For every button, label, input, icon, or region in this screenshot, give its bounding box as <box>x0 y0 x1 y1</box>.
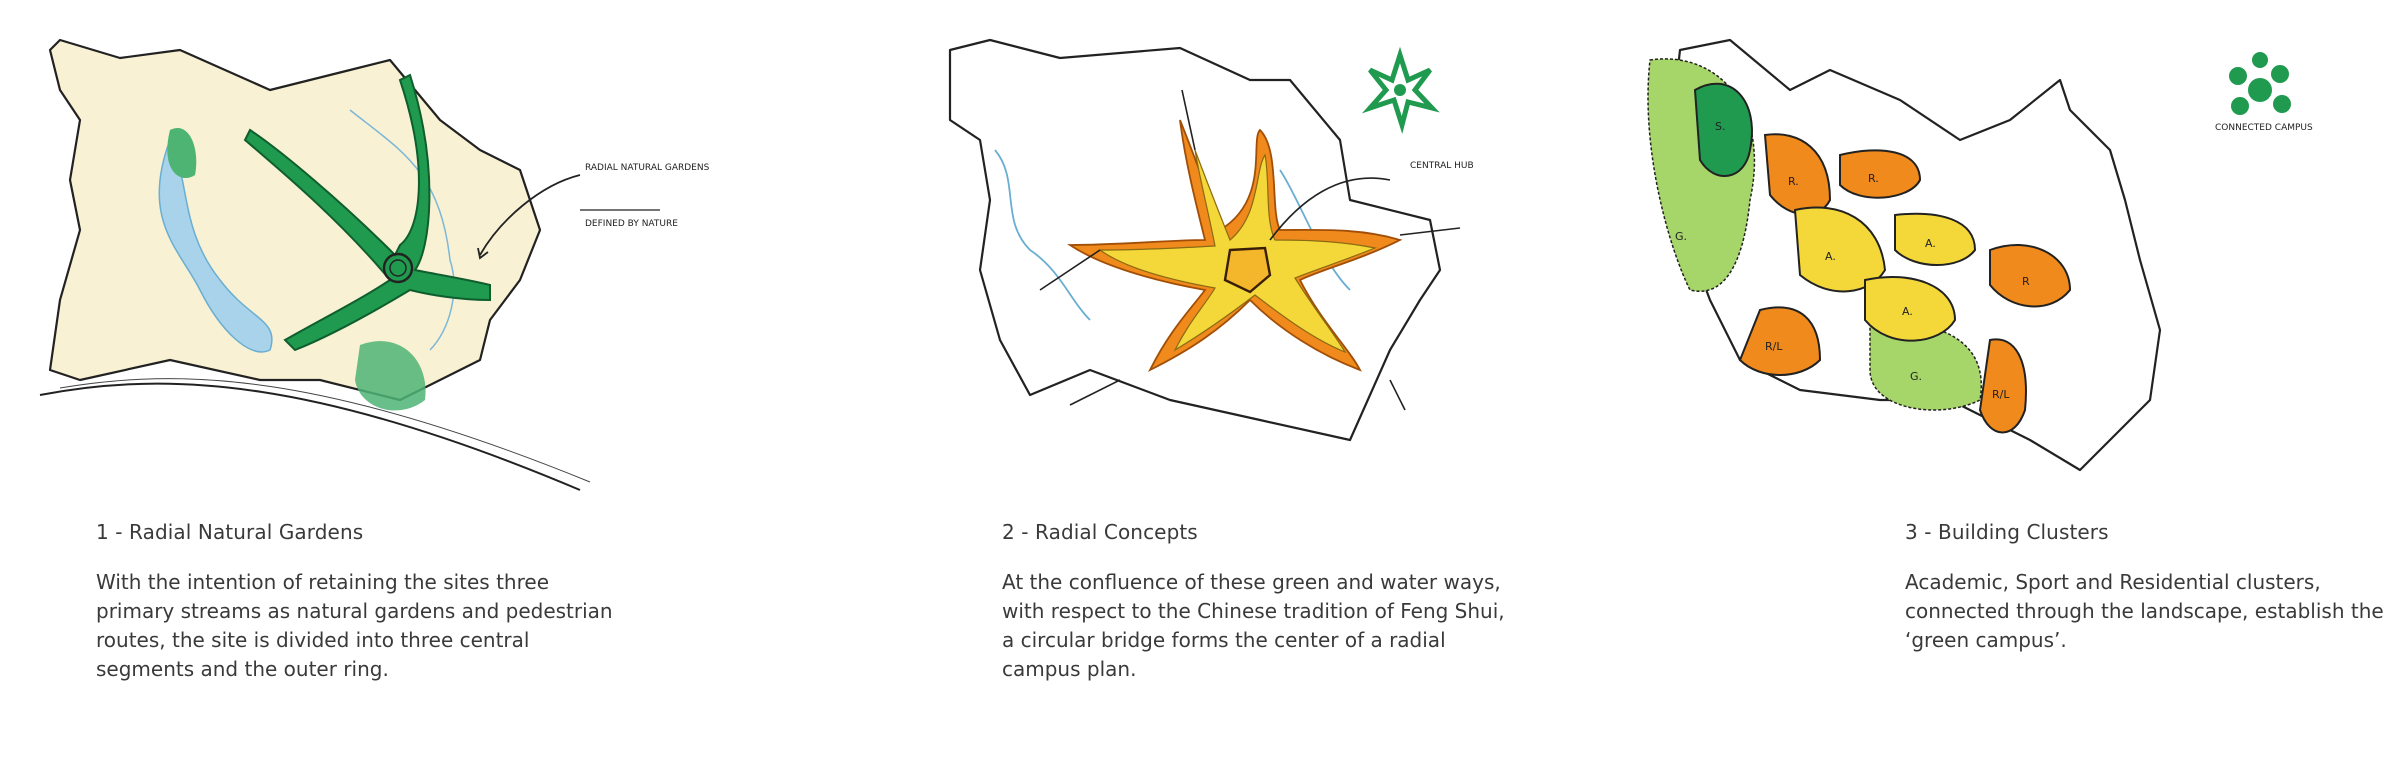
water-stream-2 <box>349 109 455 351</box>
zone-r-2 <box>1839 149 1922 199</box>
panel-radial-concepts: CENTRAL HUB 2 - Radial Concepts At the c… <box>920 0 1680 778</box>
central-node <box>382 252 414 284</box>
zone-label-g-2: G. <box>1910 370 1922 383</box>
zone-label-rl-1: R/L <box>1765 340 1783 353</box>
caption-body: With the intention of retaining the site… <box>96 570 613 681</box>
zone-r-3 <box>1989 244 2072 308</box>
annotation-label-1: RADIAL NATURAL GARDENS <box>585 163 710 173</box>
zone-a-3 <box>1864 276 1957 342</box>
annotation-label: CENTRAL HUB <box>1410 161 1474 171</box>
zone-label-a-1: A. <box>1825 250 1836 263</box>
annotation-arrow <box>1269 177 1391 241</box>
caption-body: Academic, Sport and Residential clusters… <box>1905 570 2384 652</box>
caption-title: 2 - Radial Concepts <box>1002 520 1198 544</box>
green-zone-2 <box>1869 319 1982 411</box>
zone-label-rl-2: R/L <box>1992 388 2010 401</box>
caption-title: 3 - Building Clusters <box>1905 520 2109 544</box>
panel-radial-natural-gardens: RADIAL NATURAL GARDENS DEFINED BY NATURE… <box>20 0 780 778</box>
zone-label-g-1: G. <box>1675 230 1687 243</box>
green-corridor-y <box>243 73 491 352</box>
connected-campus-icon <box>2229 52 2291 115</box>
zone-label-r-1: R. <box>1788 175 1799 188</box>
sketch-radial-natural-gardens: RADIAL NATURAL GARDENS DEFINED BY NATURE <box>39 38 710 491</box>
site-outline <box>48 38 542 402</box>
zone-label-a-2: A. <box>1925 237 1936 250</box>
zone-rl-2 <box>1978 338 2027 434</box>
panel-building-clusters: S. R. R. A. A. A. R G. R/L G. R/L CONNEC… <box>1620 0 2384 778</box>
sketch-radial-concepts: CENTRAL HUB <box>948 38 1474 442</box>
caption-title: 1 - Radial Natural Gardens <box>96 520 364 544</box>
garden-patch-2 <box>355 341 426 411</box>
zone-label-r-3: R <box>2022 275 2030 288</box>
zone-label-a-3: A. <box>1902 305 1913 318</box>
zone-s <box>1693 82 1753 177</box>
radial-concept-icon <box>1361 46 1440 134</box>
garden-patch-1 <box>167 128 197 178</box>
zone-label-r-2: R. <box>1868 172 1879 185</box>
zone-rl-1 <box>1738 306 1822 376</box>
site-outline <box>948 38 1442 442</box>
road-line <box>39 382 581 491</box>
annotation-arrow <box>479 174 581 256</box>
central-hub <box>1223 246 1272 294</box>
annotation-label-2: DEFINED BY NATURE <box>585 219 678 229</box>
zone-a-2 <box>1894 212 1977 266</box>
zone-a-1 <box>1793 206 1887 293</box>
road-line-2 <box>59 378 591 483</box>
zone-r-1 <box>1763 133 1832 216</box>
water-stream <box>994 149 1091 321</box>
annotation-label: CONNECTED CAMPUS <box>2215 123 2313 133</box>
sketch-building-clusters: S. R. R. A. A. A. R G. R/L G. R/L CONNEC… <box>1647 38 2313 472</box>
caption-body: At the confluence of these green and wat… <box>1002 570 1505 681</box>
zone-label-s: S. <box>1715 120 1725 133</box>
site-outline <box>1668 38 2162 472</box>
